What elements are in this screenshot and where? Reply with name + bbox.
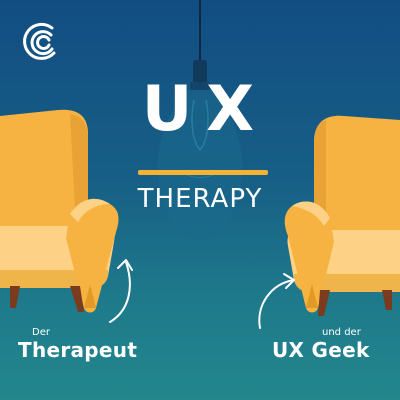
wave-logo-icon xyxy=(23,22,56,60)
curved-arrow-left-icon xyxy=(109,259,133,323)
left-caption-big: Therapeut xyxy=(18,338,138,362)
podcast-subtitle: THERAPY xyxy=(137,184,263,214)
right-caption-small: und der xyxy=(322,327,361,338)
curved-arrow-right-icon xyxy=(258,273,295,329)
light-bulb-icon xyxy=(157,0,243,240)
title-divider xyxy=(138,170,268,175)
podcast-title: UX xyxy=(141,72,269,145)
right-armchair xyxy=(284,115,400,316)
right-caption-big: UX Geek xyxy=(272,338,370,362)
left-caption-small: Der xyxy=(32,327,50,338)
left-armchair xyxy=(0,109,119,313)
